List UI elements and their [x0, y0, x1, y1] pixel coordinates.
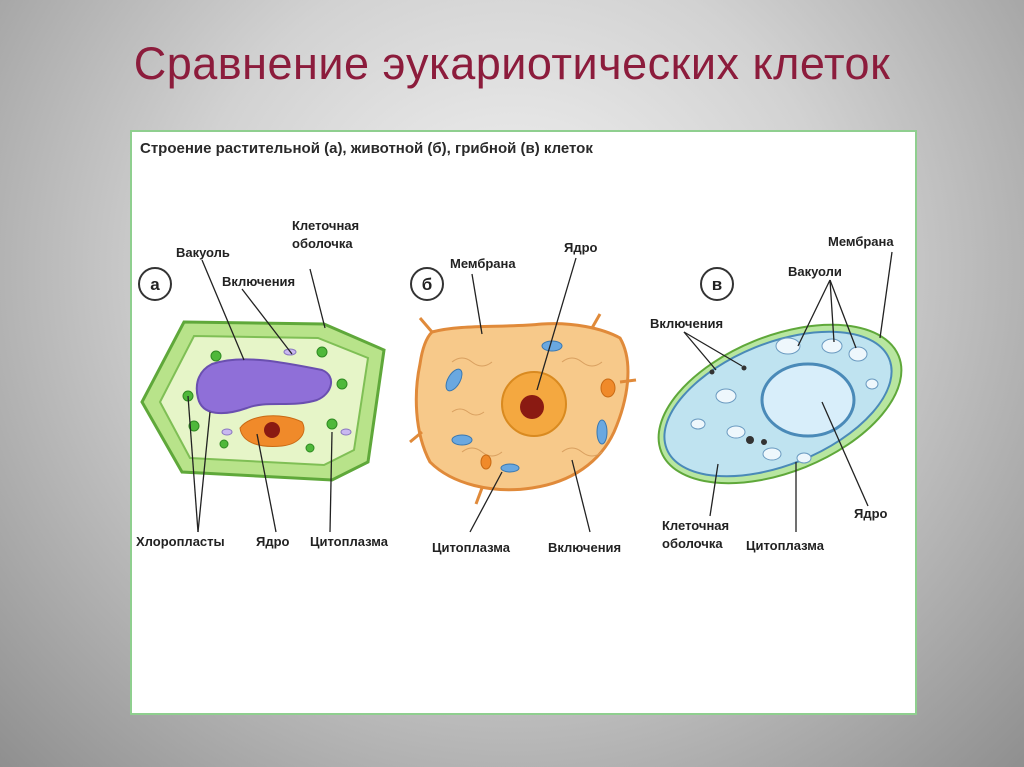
plant-cell: а	[136, 218, 389, 549]
animal-nucleolus	[520, 395, 544, 419]
animal-cell: б	[409, 240, 637, 555]
fungal-label-vacuoles: Вакуоли	[788, 264, 842, 279]
plant-nucleolus	[264, 422, 280, 438]
figure-panel: Строение растительной (а), животной (б),…	[130, 130, 917, 715]
plant-leader-lines	[187, 259, 333, 533]
fungal-label-cytoplasm: Цитоплазма	[746, 538, 825, 553]
fungal-vacuoles	[690, 337, 879, 464]
plant-vacuole	[195, 358, 332, 415]
fungal-label-nucleus: Ядро	[854, 506, 888, 521]
animal-label-nucleus: Ядро	[564, 240, 598, 255]
animal-label-inclusions: Включения	[548, 540, 621, 555]
fungal-label-inclusions: Включения	[650, 316, 723, 331]
plant-letter-badge	[138, 267, 172, 301]
plant-label-chloroplasts: Хлоропласты	[136, 534, 225, 549]
animal-leader-lines	[469, 257, 591, 533]
animal-inclusions	[480, 378, 616, 470]
slide-title: Сравнение эукариотических клеток	[133, 38, 891, 89]
fungal-inclusions	[709, 365, 767, 445]
plant-label-nucleus: Ядро	[256, 534, 290, 549]
animal-letter: б	[422, 275, 433, 294]
animal-letter-badge	[410, 267, 444, 301]
fungal-letter-badge	[700, 267, 734, 301]
fungal-nucleus	[760, 362, 856, 438]
plant-chloroplasts	[182, 346, 348, 453]
plant-label-vacuole: Вакуоль	[176, 245, 230, 260]
fungal-label-membrane: Мембрана	[828, 234, 894, 249]
plant-letter: а	[150, 275, 160, 294]
animal-label-membrane: Мембрана	[450, 256, 516, 271]
fungal-letter: в	[712, 275, 722, 294]
fungal-label-cell-wall-line1: Клеточная	[662, 518, 729, 533]
cells-diagram: а	[136, 218, 903, 555]
fungal-leader-lines	[683, 251, 893, 532]
fungal-label-cell-wall-line2: оболочка	[662, 536, 723, 551]
fungal-cell: в	[650, 234, 903, 553]
plant-label-cell-wall-line2: оболочка	[292, 236, 353, 251]
animal-label-cytoplasm: Цитоплазма	[432, 540, 511, 555]
figure-caption: Строение растительной (а), животной (б),…	[140, 140, 593, 157]
animal-er-texture	[451, 357, 603, 457]
plant-label-cell-wall-line1: Клеточная	[292, 218, 359, 233]
animal-mitochondria	[445, 340, 608, 473]
animal-membrane-protrusions	[409, 313, 637, 505]
plant-label-inclusions: Включения	[222, 274, 295, 289]
plant-label-cytoplasm: Цитоплазма	[310, 534, 389, 549]
